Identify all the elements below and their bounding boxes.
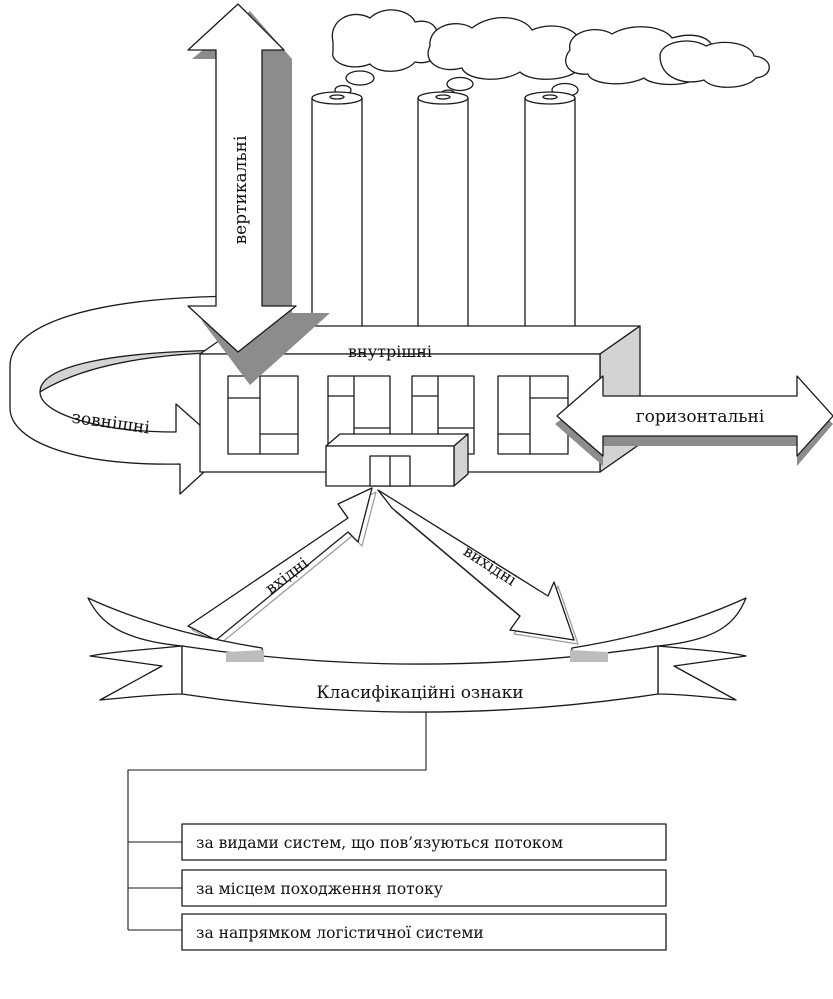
internal-label: внутрішні: [348, 342, 432, 361]
smoke-clouds: [331, 9, 770, 105]
criteria-item-origin: за місцем походження потоку: [196, 880, 443, 898]
output-flow-arrow: [377, 489, 579, 645]
vertical-label: вертикальні: [231, 135, 251, 244]
classification-banner: [87, 597, 747, 713]
criteria-item-species: за видами систем, що пов’язуються потоко…: [196, 834, 563, 852]
criteria-item-direction: за напрямком логістичної системи: [196, 924, 484, 942]
chimneys: [311, 91, 576, 337]
criteria-boxes: [181, 823, 667, 951]
external-flow-band: [9, 295, 251, 495]
vertical-flow-arrow: [187, 3, 330, 385]
horizontal-flow-arrow: [555, 375, 833, 466]
input-flow-arrow: [187, 487, 377, 645]
criteria-connector: [127, 712, 427, 931]
banner-label: Класифікаційні ознаки: [316, 683, 523, 703]
horizontal-label: горизонтальні: [636, 407, 765, 427]
